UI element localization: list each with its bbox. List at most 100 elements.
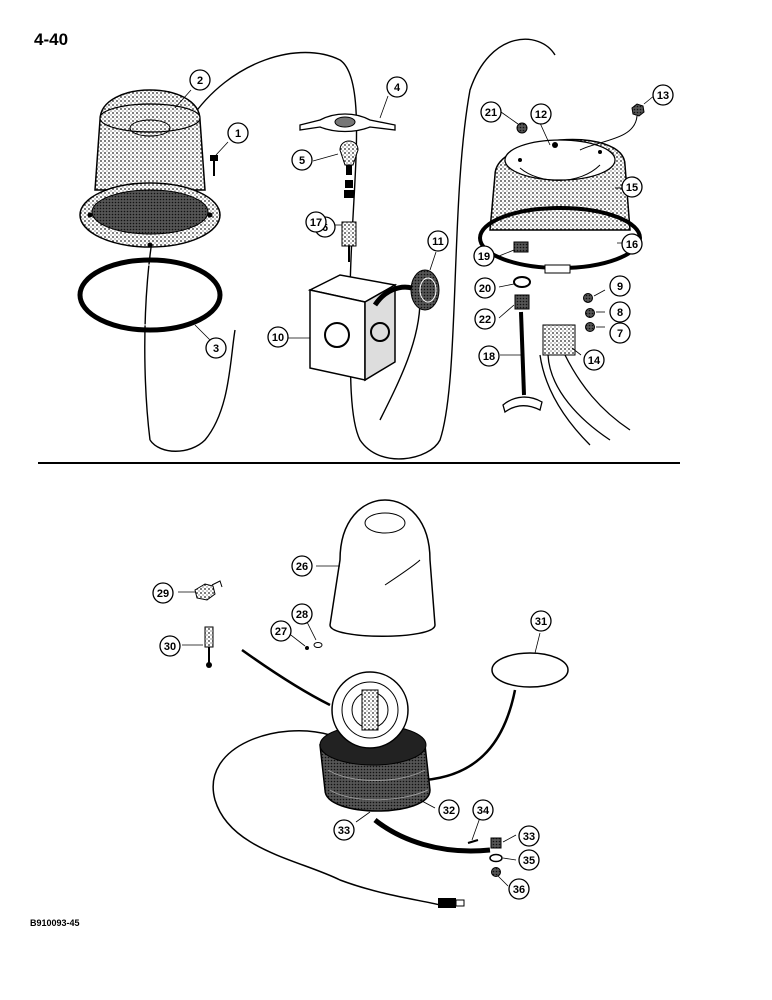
callout-number: 19: [478, 251, 490, 263]
callout-circle: [530, 103, 552, 125]
callout-circle: [427, 230, 449, 252]
callout-number: 4: [394, 82, 401, 94]
callout-circle: [291, 555, 313, 577]
bulb-5: [339, 140, 359, 175]
washer-28: [313, 642, 323, 648]
callout-circle: [474, 308, 496, 330]
callout-number: 6: [322, 222, 328, 234]
callout-number: 12: [535, 109, 547, 121]
callout-c35: 35: [518, 849, 540, 871]
callout-circle: [189, 69, 211, 91]
callout-number: 33: [523, 831, 535, 843]
callout-c3: 3: [205, 337, 227, 359]
callout-number: 7: [617, 328, 623, 340]
callout-circle: [652, 84, 674, 106]
connector-14: [539, 324, 631, 446]
callout-c19: 19: [473, 245, 495, 267]
callout-number: 16: [626, 239, 638, 251]
bracket-4: [299, 113, 396, 133]
callout-c20: 20: [474, 277, 496, 299]
callout-number: 29: [157, 588, 169, 600]
callout-circle: [583, 349, 605, 371]
callout-c8: 8: [609, 301, 631, 323]
clear-dome-26: [329, 499, 436, 637]
callout-c5: 5: [291, 149, 313, 171]
callout-c26: 26: [291, 555, 313, 577]
callout-c9: 9: [609, 275, 631, 297]
callout-circle: [508, 878, 530, 900]
callout-circle: [205, 337, 227, 359]
callout-c10: 10: [267, 326, 289, 348]
lens-dome-top: [79, 89, 221, 248]
junction-box-10: [307, 274, 398, 382]
callout-circle: [609, 322, 631, 344]
screw-1: [210, 155, 218, 176]
callout-circle: [227, 122, 249, 144]
wire-connector-plug: [438, 898, 465, 908]
washer-20: [513, 276, 531, 288]
callout-circle: [438, 799, 460, 821]
callout-number: 17: [310, 217, 322, 229]
callout-number: 14: [588, 355, 601, 367]
gasket-31: [491, 652, 569, 688]
callout-c14: 14: [583, 349, 605, 371]
callout-number: 35: [523, 855, 535, 867]
callout-labels: 1234567891011121314151617181920212226272…: [152, 69, 674, 900]
callout-number: 21: [485, 107, 497, 119]
callout-number: 30: [164, 641, 176, 653]
bulb-30: [204, 626, 214, 668]
callout-c17: 17: [305, 211, 327, 233]
callout-c33a: 33: [333, 819, 355, 841]
callout-number: 13: [657, 90, 669, 102]
callout-circle: [621, 176, 643, 198]
callout-c34: 34: [472, 799, 494, 821]
callout-number: 10: [272, 332, 284, 344]
callout-circle: [518, 849, 540, 871]
nut-19: [513, 241, 529, 253]
callout-c11: 11: [427, 230, 449, 252]
callout-circle: [152, 582, 174, 604]
callout-number: 22: [479, 314, 491, 326]
reflector-globe: [331, 671, 409, 749]
socket-17: [341, 180, 357, 262]
callout-c36: 36: [508, 878, 530, 900]
callout-number: 1: [235, 128, 241, 140]
callout-c30: 30: [159, 635, 181, 657]
callout-number: 5: [299, 155, 305, 167]
callout-number: 36: [513, 884, 525, 896]
callout-circle: [473, 245, 495, 267]
page-number: 4-40: [34, 30, 69, 49]
callout-circle: [474, 277, 496, 299]
callout-circle: [305, 211, 327, 233]
callout-c31: 31: [530, 610, 552, 632]
gasket-ring: [77, 257, 223, 333]
callout-c22: 22: [474, 308, 496, 330]
wires-bottom: [212, 648, 517, 906]
callout-circle: [609, 275, 631, 297]
callout-circle: [621, 233, 643, 255]
callout-c21: 21: [480, 101, 502, 123]
callout-circle: [291, 149, 313, 171]
callout-number: 33: [338, 825, 350, 837]
callout-number: 27: [275, 626, 287, 638]
grommet-11: [372, 269, 440, 311]
callout-number: 8: [617, 307, 623, 319]
callout-c27: 27: [270, 620, 292, 642]
callout-circle: [333, 819, 355, 841]
callout-circle: [159, 635, 181, 657]
callout-c12: 12: [530, 103, 552, 125]
callout-c2: 2: [189, 69, 211, 91]
callout-circle: [609, 301, 631, 323]
callout-number: 26: [296, 561, 308, 573]
nut-13: [579, 103, 645, 151]
nut-8: [585, 308, 595, 318]
callout-circle: [518, 825, 540, 847]
callout-c28: 28: [291, 603, 313, 625]
callout-number: 28: [296, 609, 308, 621]
callout-number: 34: [477, 805, 490, 817]
nut-21: [516, 122, 528, 134]
callout-c32: 32: [438, 799, 460, 821]
figure-code: B910093-45: [30, 918, 80, 928]
